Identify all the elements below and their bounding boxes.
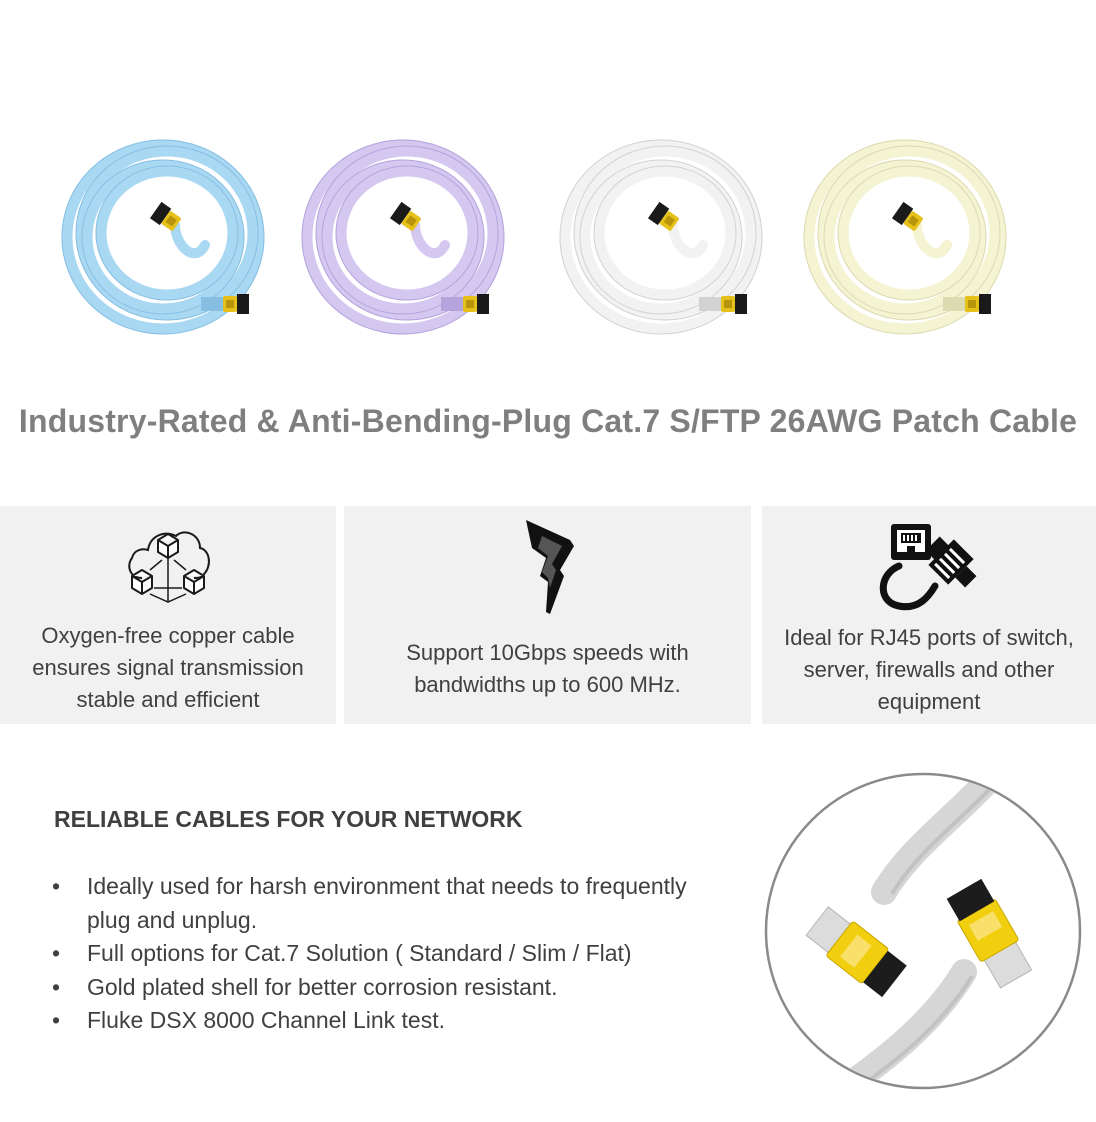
list-item: Gold plated shell for better corrosion r… xyxy=(52,971,732,1005)
rj45-connector xyxy=(721,294,747,314)
rj45-connector xyxy=(463,294,489,314)
section-heading: RELIABLE CABLES FOR YOUR NETWORK xyxy=(54,806,523,832)
list-item: Ideally used for harsh environment that … xyxy=(52,870,732,937)
cable-coil-blue xyxy=(61,139,265,335)
feature-text: Support 10Gbps speeds with bandwidths up… xyxy=(406,640,689,697)
feature-text: Ideal for RJ45 ports of switch, server, … xyxy=(784,625,1074,714)
feature-bullet-list: Ideally used for harsh environment that … xyxy=(52,870,732,1038)
connector-closeup-image xyxy=(764,772,1082,1090)
page-title: Industry-Rated & Anti-Bending-Plug Cat.7… xyxy=(18,403,1078,439)
cable-coils-image xyxy=(61,139,1007,335)
feature-copper-cable: Oxygen-free copper cable ensures signal … xyxy=(0,506,336,724)
feature-rj45-ports: Ideal for RJ45 ports of switch, server, … xyxy=(762,506,1096,724)
rj45-port-plug-icon xyxy=(879,524,977,611)
feature-speed: Support 10Gbps speeds with bandwidths up… xyxy=(344,506,751,724)
list-item: Fluke DSX 8000 Channel Link test. xyxy=(52,1004,732,1038)
cable-coil-purple xyxy=(301,139,505,335)
list-item: Full options for Cat.7 Solution ( Standa… xyxy=(52,937,732,971)
rj45-connector xyxy=(965,294,991,314)
cable-coil-ivory xyxy=(803,139,1007,335)
rj45-connector xyxy=(223,294,249,314)
cloud-network-icon xyxy=(128,531,210,603)
cable-coil-white xyxy=(559,139,763,335)
lightning-icon xyxy=(525,520,574,614)
feature-text: Oxygen-free copper cable ensures signal … xyxy=(32,623,304,712)
